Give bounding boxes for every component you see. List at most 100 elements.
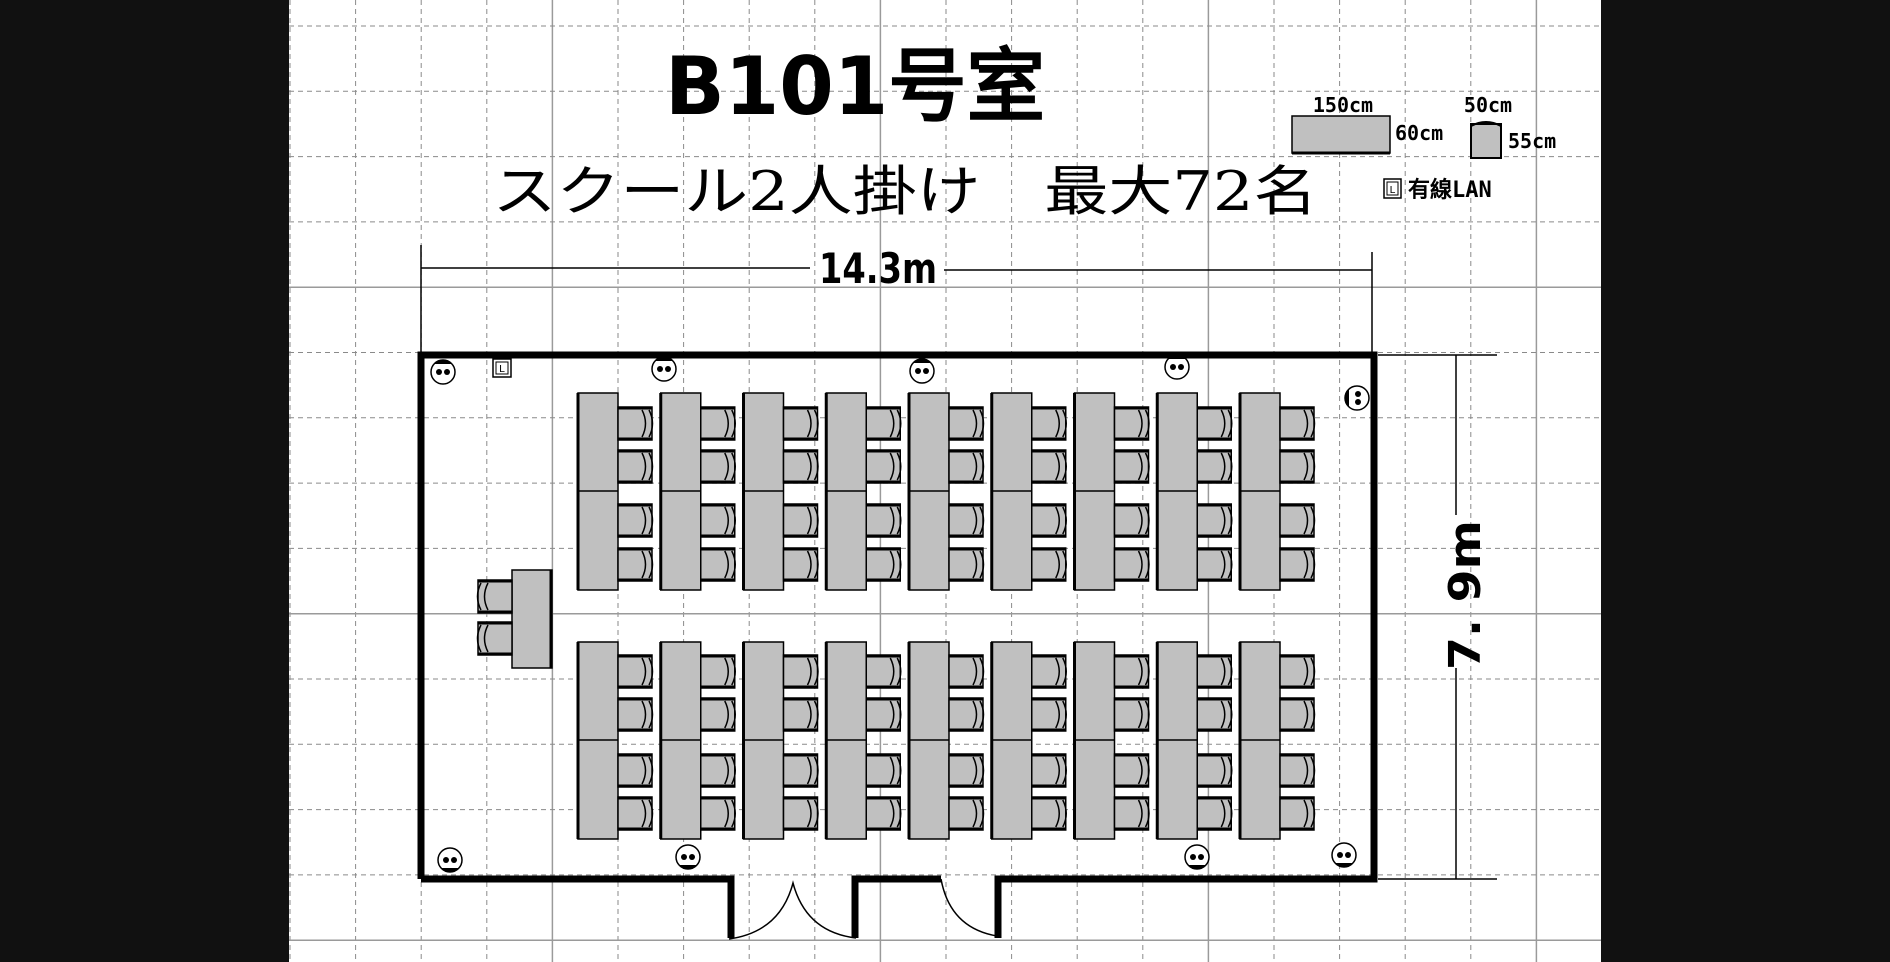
lecturer-table — [511, 569, 553, 669]
power-outlet-icon — [1164, 354, 1190, 380]
depth-label: 7. 9m — [1440, 520, 1491, 670]
chair — [1113, 406, 1150, 441]
furniture — [476, 392, 1316, 840]
power-outlet-icon — [909, 358, 935, 384]
chair — [1031, 697, 1067, 732]
chair — [700, 654, 736, 689]
table-column — [907, 392, 985, 591]
chair — [1279, 654, 1316, 689]
table-column — [1155, 641, 1233, 840]
chair — [1196, 654, 1233, 689]
chair — [1279, 796, 1316, 831]
chair — [782, 796, 819, 831]
depth-dimension: 7. 9m — [1378, 354, 1497, 880]
chair — [1113, 503, 1150, 538]
chair — [617, 697, 654, 732]
chair — [1031, 449, 1067, 484]
table-column — [1155, 392, 1233, 591]
chair — [1279, 753, 1316, 788]
chair — [1279, 697, 1316, 732]
table-column — [990, 641, 1067, 840]
chair — [1031, 406, 1067, 441]
legend-chair-width: 50cm — [1464, 93, 1512, 117]
chair — [617, 753, 654, 788]
power-outlet-icon — [651, 356, 677, 382]
chair — [1279, 406, 1316, 441]
legend-table-depth: 60cm — [1395, 121, 1443, 145]
chair — [1279, 503, 1316, 538]
chair — [617, 449, 654, 484]
chair — [617, 547, 654, 582]
chair — [948, 753, 985, 788]
lecturer-chair — [476, 621, 513, 656]
chair — [1031, 547, 1067, 582]
chair — [782, 697, 819, 732]
table-column — [1073, 392, 1150, 591]
power-outlet-icon — [437, 847, 463, 873]
chair — [1196, 406, 1233, 441]
chair — [1113, 449, 1150, 484]
chair — [617, 406, 654, 441]
chair — [700, 547, 736, 582]
table-column — [576, 641, 654, 840]
legend-chair-icon — [1470, 121, 1502, 159]
table-column — [1238, 392, 1316, 591]
table-column — [824, 392, 902, 591]
chair — [948, 406, 985, 441]
table-column — [659, 392, 736, 591]
lan-legend-label: 有線LAN — [1408, 177, 1492, 203]
table-column — [1073, 641, 1150, 840]
chair — [782, 753, 819, 788]
chair — [865, 503, 902, 538]
legend: 150cm 60cm 50cm 55cm L 有線LAN — [1291, 93, 1556, 203]
chair — [1031, 753, 1067, 788]
lecturer-chair — [476, 579, 513, 614]
chair — [700, 697, 736, 732]
chair — [1113, 654, 1150, 689]
chair — [782, 503, 819, 538]
table-column — [907, 641, 985, 840]
table-column — [576, 392, 654, 591]
power-outlet-icon — [1331, 842, 1357, 868]
chair — [700, 406, 736, 441]
chair — [1113, 796, 1150, 831]
chair — [782, 654, 819, 689]
chair — [1113, 697, 1150, 732]
chair — [782, 406, 819, 441]
chair — [1031, 654, 1067, 689]
room-walls — [417, 351, 1378, 940]
chair — [1031, 796, 1067, 831]
chair — [700, 449, 736, 484]
table-column — [1238, 641, 1316, 840]
table-column — [824, 641, 902, 840]
chair — [865, 796, 902, 831]
chair — [865, 406, 902, 441]
chair — [865, 753, 902, 788]
lan-legend-icon: L — [1383, 178, 1402, 199]
room-title: B101号室 — [665, 40, 1045, 133]
table-column — [659, 641, 736, 840]
chair — [1113, 547, 1150, 582]
wall-fixtures: L — [430, 354, 1370, 873]
floor-plan-sheet: B101号室 スクール2人掛け 最大72名 150cm 60cm 50cm 55… — [289, 0, 1601, 962]
chair — [617, 654, 654, 689]
chair — [1196, 503, 1233, 538]
chair — [1196, 796, 1233, 831]
layout-subtitle: スクール2人掛け 最大72名 — [493, 160, 1318, 223]
chair — [865, 449, 902, 484]
svg-text:L: L — [1389, 185, 1395, 196]
table-column — [990, 392, 1067, 591]
power-outlet-icon — [675, 844, 701, 870]
legend-table-icon — [1291, 115, 1391, 154]
legend-chair-depth: 55cm — [1508, 129, 1556, 153]
chair — [782, 449, 819, 484]
chair — [617, 796, 654, 831]
single-door-swing — [940, 878, 998, 937]
chair — [865, 697, 902, 732]
chair — [1279, 547, 1316, 582]
chair — [1196, 753, 1233, 788]
chair — [1196, 697, 1233, 732]
chair — [865, 654, 902, 689]
power-outlet-icon — [430, 359, 456, 385]
chair — [948, 449, 985, 484]
